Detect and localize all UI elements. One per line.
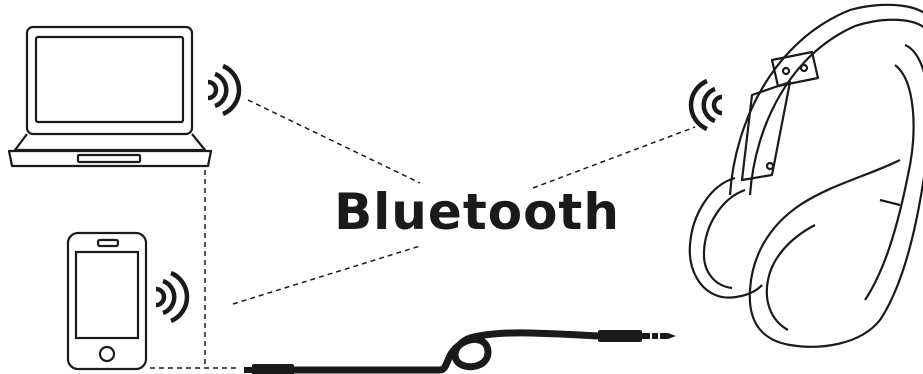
wireless-signal-icon <box>156 273 187 321</box>
wireless-signal-icon <box>691 81 722 129</box>
smartphone-icon <box>68 233 146 369</box>
laptop-icon <box>9 27 211 166</box>
audio-cable-icon <box>244 330 676 374</box>
headphones-icon <box>690 5 923 347</box>
wireless-signal-icon <box>208 66 239 114</box>
diagram-title: Bluetooth <box>322 184 632 240</box>
